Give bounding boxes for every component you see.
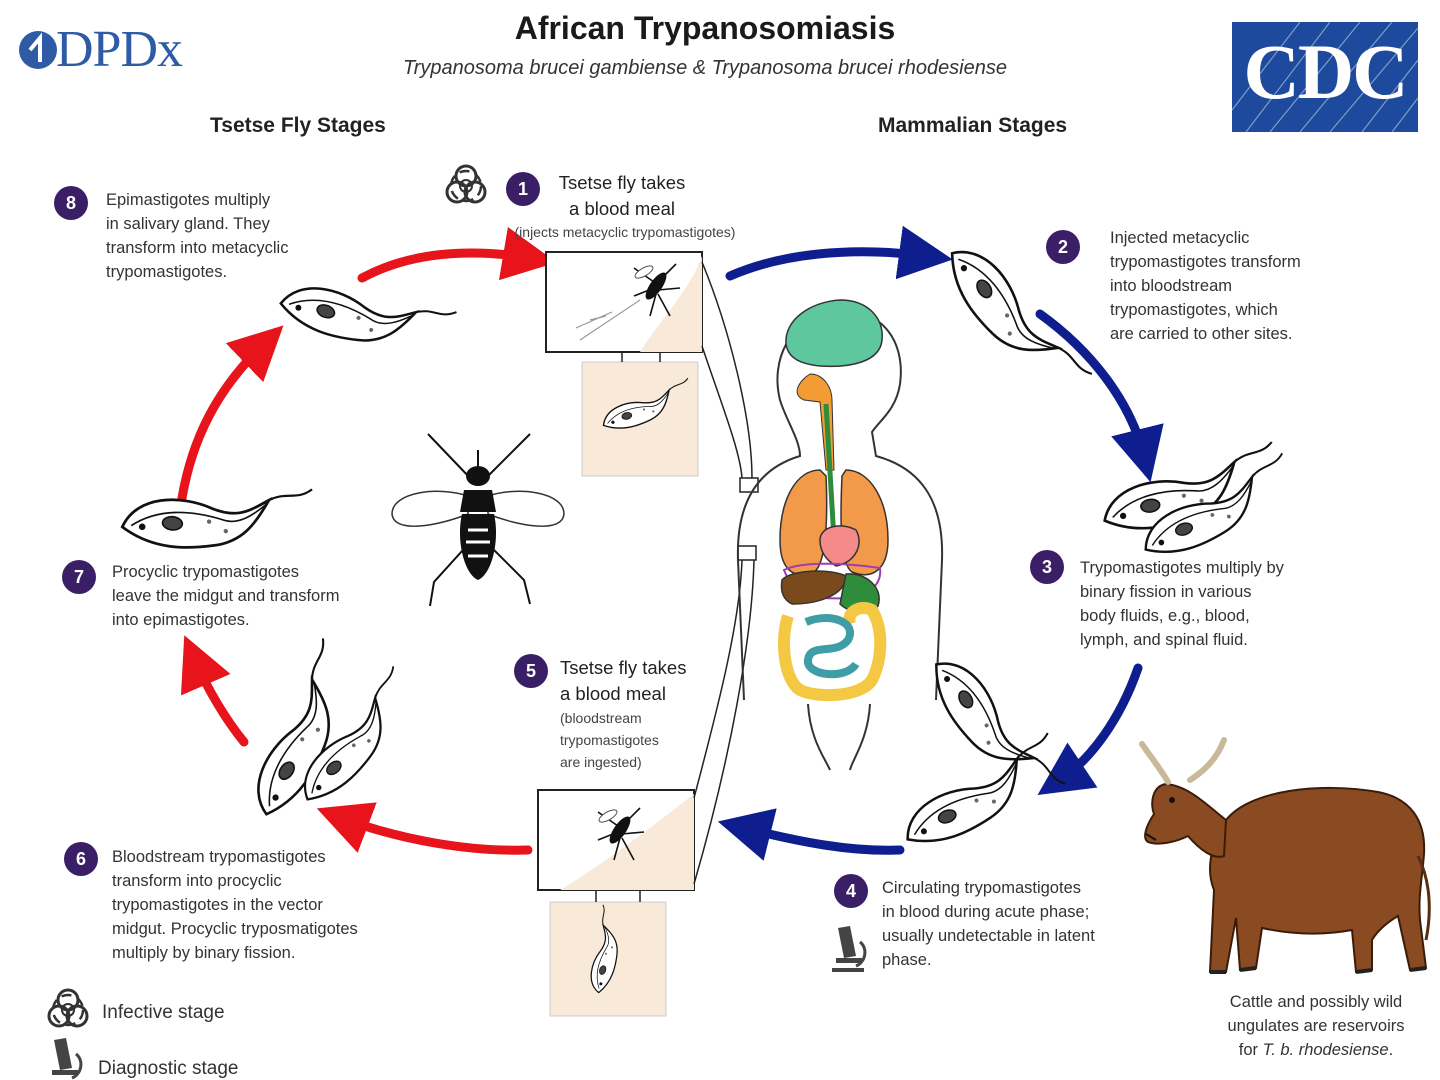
step-1-note: (injects metacyclic trypomastigotes) <box>514 224 736 240</box>
trachea <box>823 403 837 541</box>
step-7-text: Procyclic trypomastigotes leave the midg… <box>112 563 340 629</box>
arrow-step2-to-3 <box>1035 309 1164 483</box>
diagnostic-stage-icon-step4 <box>830 924 867 972</box>
section-tsetse-fly-stages: Tsetse Fly Stages <box>210 114 386 137</box>
procyclic-midgut-icon-a <box>220 637 381 824</box>
inset-connector-top <box>621 352 661 362</box>
arrow-step8-to-1 <box>357 226 557 283</box>
dpdx-logo: DPDx <box>56 21 183 78</box>
section-mammalian-stages: Mammalian Stages <box>878 114 1068 137</box>
reservoir-caption: Cattle and possibly wild ungulates are r… <box>1196 990 1436 1062</box>
step-2-badge: 2 <box>1046 230 1080 264</box>
step-3-badge: 3 <box>1030 550 1064 584</box>
reservoir-line-3: for T. b. rhodesiense. <box>1196 1038 1436 1062</box>
inset-skin-top <box>640 256 702 352</box>
step-5-heading: Tsetse fly takes a blood meal <box>560 657 687 704</box>
leader-top-a <box>701 261 753 479</box>
legend-microscope-icon <box>46 1036 83 1080</box>
reservoir-species: T. b. rhodesiense <box>1262 1041 1389 1059</box>
procyclic-leaving-midgut-icon <box>119 468 314 562</box>
step-3-text: Trypomastigotes multiply by binary fissi… <box>1080 559 1284 649</box>
arrow-step1-to-2 <box>725 225 953 281</box>
leader-top-b <box>701 345 743 479</box>
inset-skin-bottom <box>560 794 694 890</box>
diagram-title: African Trypanosomiasis <box>514 10 896 46</box>
skin-lines-top <box>575 299 641 341</box>
arrow-step4-to-5 <box>717 808 905 861</box>
step-8-badge: 8 <box>54 186 88 220</box>
legend-infective-stage: Infective stage <box>102 1002 225 1023</box>
cattle-illustration <box>1139 737 1431 974</box>
reservoir-line-3-prefix: for <box>1238 1041 1263 1059</box>
reservoir-line-3-suffix: . <box>1388 1041 1394 1059</box>
step-6-badge: 6 <box>64 842 98 876</box>
arrow-step7-to-8 <box>177 325 284 503</box>
reservoir-line-2: ungulates are reservoirs <box>1227 1017 1405 1035</box>
legend-diagnostic-stage: Diagnostic stage <box>98 1058 239 1079</box>
step-7-badge: 7 <box>62 560 96 594</box>
tsetse-fly-icon <box>391 433 565 607</box>
step-2-text: Injected metacyclic trypomastigotes tran… <box>1110 229 1301 343</box>
step-1-heading: Tsetse fly takes a blood meal <box>558 172 686 219</box>
step-8-text: Epimastigotes multiply in salivary gland… <box>106 191 289 281</box>
inset-connector-bottom <box>595 890 641 902</box>
diagram-subtitle: Trypanosoma brucei gambiense & Trypanoso… <box>402 57 1007 79</box>
infective-stage-icon-step1 <box>445 164 487 204</box>
cdc-logo: CDC <box>1232 22 1418 132</box>
arrow-step3-to-4 <box>1037 663 1143 795</box>
body-marker-lower <box>737 545 757 561</box>
reservoir-line-1: Cattle and possibly wild <box>1229 993 1403 1011</box>
dpdx-logo-glyph <box>28 32 42 62</box>
arrow-step5-to-6 <box>316 802 533 855</box>
circulating-trypomastigote-icon-b <box>888 731 1072 853</box>
step-5-badge: 5 <box>514 654 548 688</box>
step-1-badge: 1 <box>506 172 540 206</box>
step-4-badge: 4 <box>834 874 868 908</box>
brain <box>785 299 883 368</box>
step-6-text: Bloodstream trypomastigotes transform in… <box>112 848 358 962</box>
cdc-logo-pattern <box>1232 22 1418 132</box>
small-intestine <box>804 614 860 679</box>
legend-biohazard-icon <box>47 988 89 1028</box>
large-intestine <box>778 601 887 702</box>
heart <box>819 525 860 567</box>
esophagus <box>796 373 835 471</box>
step-4-text: Circulating trypomastigotes in blood dur… <box>882 879 1095 969</box>
leader-bottom-b <box>693 559 755 885</box>
human-figure <box>736 299 944 771</box>
liver <box>780 570 847 605</box>
arrow-step6-to-7 <box>180 635 249 747</box>
cdc-logo-text: CDC <box>1243 28 1409 115</box>
step-5-note: (bloodstream trypomastigotes are ingeste… <box>560 710 659 770</box>
leader-bottom-a <box>693 559 743 799</box>
lung-left <box>779 469 828 576</box>
body-marker-upper <box>739 477 759 493</box>
